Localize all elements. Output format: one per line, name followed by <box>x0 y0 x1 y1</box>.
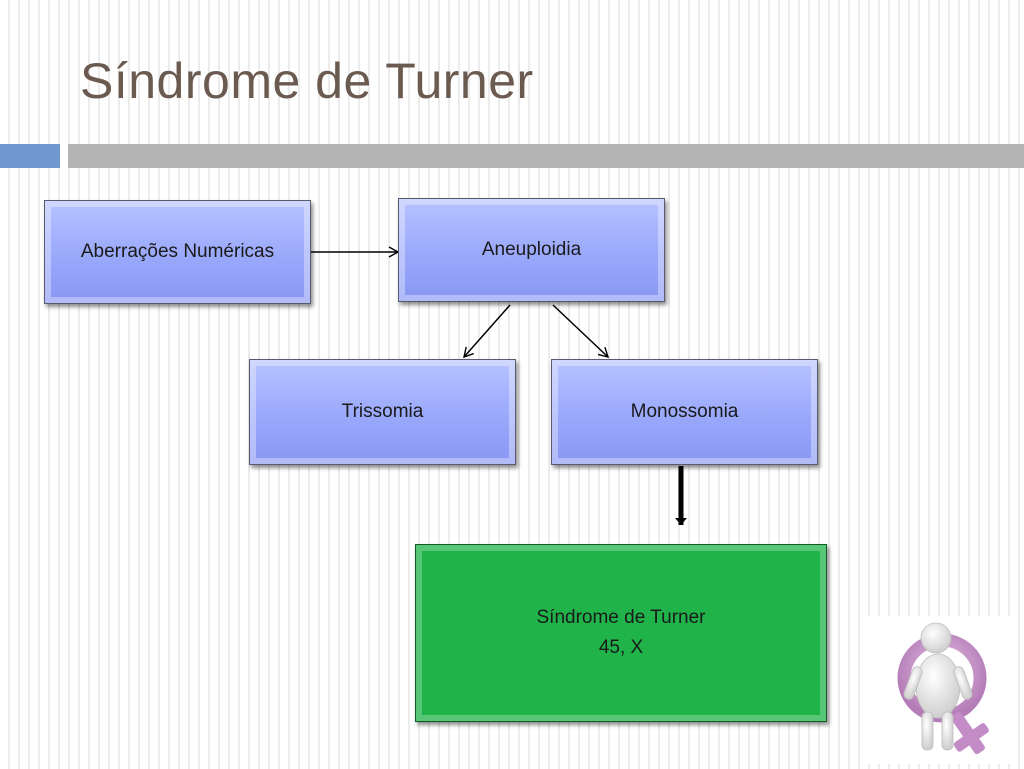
arrow-aneuploidia-to-trissomia <box>463 304 511 359</box>
node-label: Trissomia <box>341 401 424 422</box>
arrow-aneuploidia-to-monossomia <box>552 304 610 358</box>
node-label: Aberrações Numéricas <box>80 241 275 262</box>
node-label-line1: Síndrome de Turner <box>536 607 706 628</box>
divider-bar <box>68 144 1024 168</box>
accent-bar <box>0 144 60 168</box>
node-label: Monossomia <box>630 401 739 422</box>
node-monossomia: Monossomia <box>551 359 818 465</box>
node-aneuploidia: Aneuploidia <box>398 198 665 302</box>
node-label-line2: 45, X <box>598 637 644 658</box>
node-aberracoes-numericas: Aberrações Numéricas <box>44 200 311 304</box>
slide-title: Síndrome de Turner <box>80 53 534 109</box>
female-symbol-figure-icon <box>866 616 1016 764</box>
node-sindrome-de-turner: Síndrome de Turner 45, X <box>415 544 827 722</box>
node-label: Aneuploidia <box>481 239 582 260</box>
node-trissomia: Trissomia <box>249 359 516 465</box>
